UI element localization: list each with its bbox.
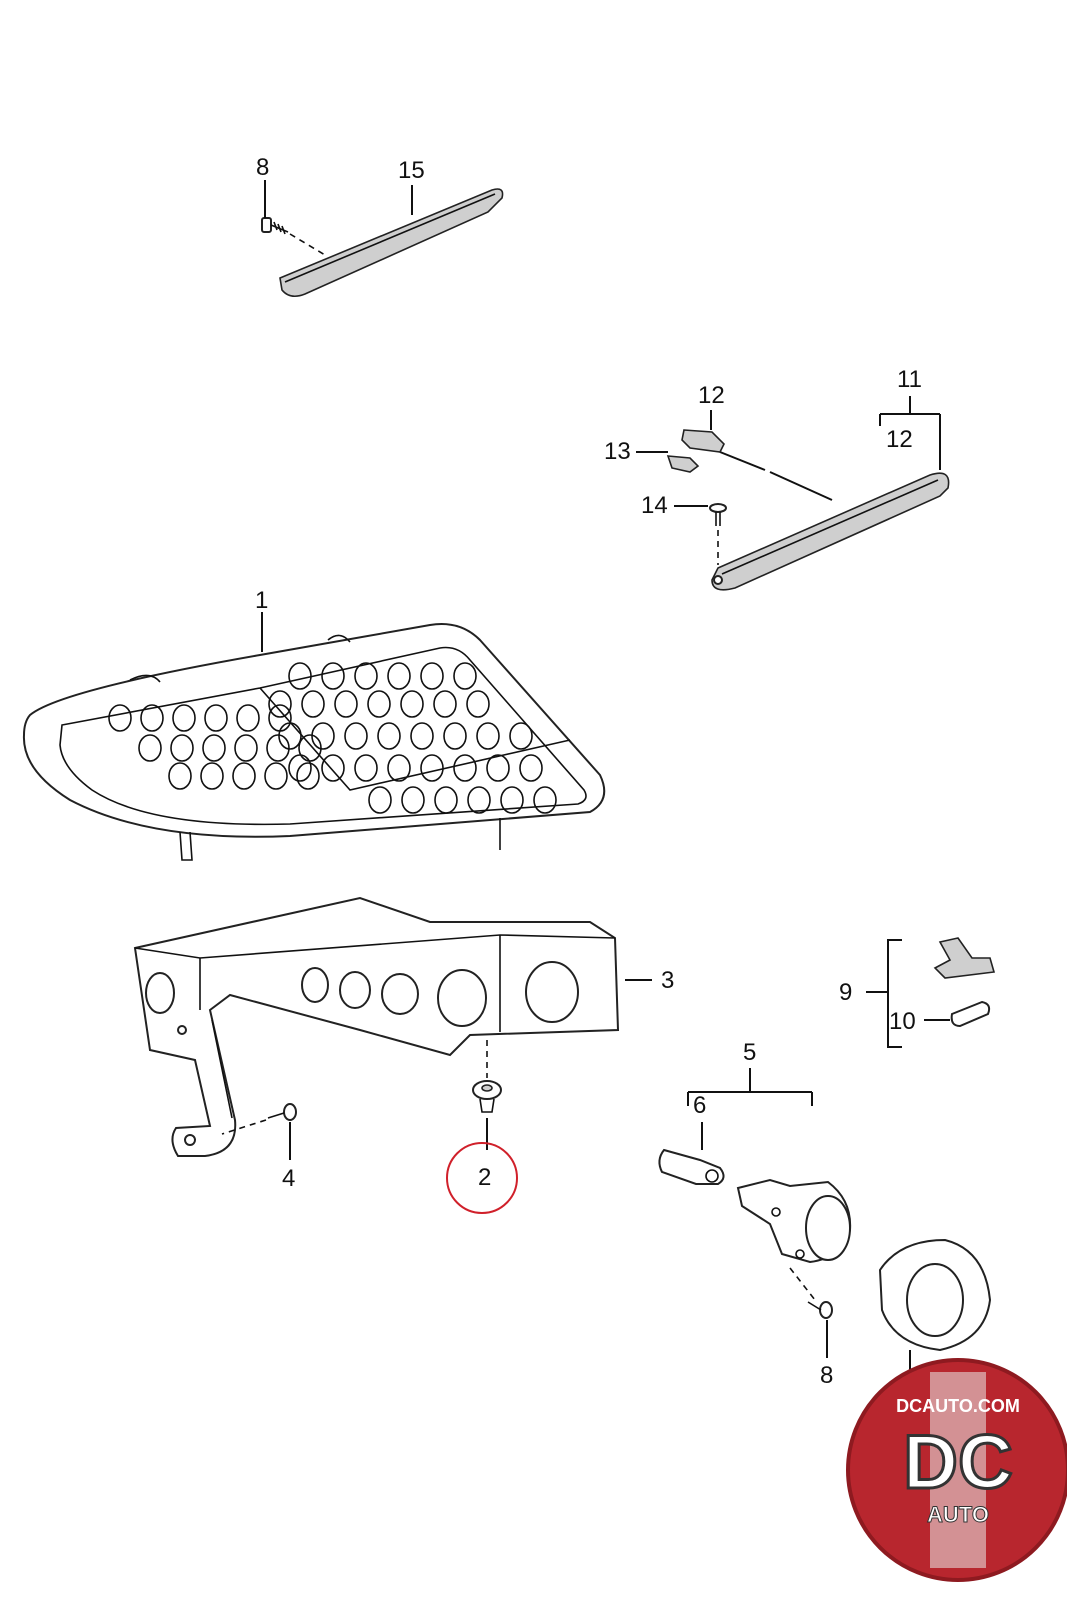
screw-8-top[interactable] bbox=[261, 217, 289, 235]
bracket-9 bbox=[887, 939, 902, 1048]
lens-dot bbox=[467, 786, 491, 814]
callout-1[interactable]: 1 bbox=[255, 587, 268, 614]
dcauto-logo: DCAUTO.COM DC AUTO bbox=[846, 1358, 1067, 1582]
lens-dot bbox=[433, 690, 457, 718]
lens-dot bbox=[387, 662, 411, 690]
bulb-10[interactable] bbox=[950, 1000, 991, 1028]
clip-13[interactable] bbox=[666, 455, 700, 473]
lens-dot bbox=[234, 734, 258, 762]
lens-dot bbox=[443, 722, 467, 750]
logo-url: DCAUTO.COM bbox=[896, 1396, 1020, 1416]
lens-dot bbox=[108, 704, 132, 732]
callout-12-connector[interactable]: 12 bbox=[698, 382, 725, 409]
highlight-circle bbox=[446, 1142, 518, 1214]
lens-dot bbox=[509, 722, 533, 750]
wire-12 bbox=[719, 451, 766, 471]
bulb-6[interactable] bbox=[658, 1148, 725, 1185]
lens-dot bbox=[367, 690, 391, 718]
lens-dot bbox=[278, 722, 302, 750]
callout-2[interactable]: 2 bbox=[478, 1164, 491, 1191]
lens-dot bbox=[202, 734, 226, 762]
lens-dot bbox=[387, 754, 411, 782]
lens-dot bbox=[268, 690, 292, 718]
lens-dot bbox=[400, 690, 424, 718]
dash-line-8-bottom bbox=[789, 1267, 816, 1301]
lens-dot bbox=[288, 754, 312, 782]
screw-14[interactable] bbox=[709, 503, 727, 526]
logo-sub: AUTO bbox=[927, 1502, 989, 1527]
callout-5[interactable]: 5 bbox=[743, 1039, 756, 1066]
callout-10[interactable]: 10 bbox=[889, 1008, 916, 1035]
wire-12b bbox=[769, 471, 833, 501]
lens-dot bbox=[466, 690, 490, 718]
callout-4[interactable]: 4 bbox=[282, 1165, 295, 1192]
lens-dot bbox=[168, 762, 192, 790]
lens-dot bbox=[266, 734, 290, 762]
callout-15[interactable]: 15 bbox=[398, 157, 425, 184]
lens-dot bbox=[204, 704, 228, 732]
lens-dot bbox=[334, 690, 358, 718]
lens-dot bbox=[377, 722, 401, 750]
lens-dot bbox=[434, 786, 458, 814]
lens-dot bbox=[232, 762, 256, 790]
taillight-1[interactable] bbox=[22, 623, 606, 861]
socket-housing-5[interactable] bbox=[736, 1178, 852, 1264]
lens-dot bbox=[170, 734, 194, 762]
lens-dot bbox=[420, 662, 444, 690]
lens-dot bbox=[138, 734, 162, 762]
callout-6[interactable]: 6 bbox=[693, 1092, 706, 1119]
trim-strip-15[interactable] bbox=[279, 188, 504, 298]
dash-line-8-15 bbox=[289, 233, 326, 256]
lens-dot bbox=[453, 662, 477, 690]
callout-8-bottom[interactable]: 8 bbox=[820, 1362, 833, 1389]
lens-dot bbox=[296, 762, 320, 790]
callout-12-bracket[interactable]: 12 bbox=[886, 426, 913, 453]
callout-3[interactable]: 3 bbox=[661, 967, 674, 994]
lens-dot bbox=[533, 786, 557, 814]
lens-dot bbox=[354, 754, 378, 782]
logo-mark: DC bbox=[903, 1420, 1013, 1505]
lens-dot bbox=[200, 762, 224, 790]
bracket-5 bbox=[687, 1068, 813, 1106]
lens-dot bbox=[321, 754, 345, 782]
lens-dot bbox=[410, 722, 434, 750]
socket-part-9[interactable] bbox=[933, 937, 996, 979]
lens-dot bbox=[453, 754, 477, 782]
lens-dot bbox=[236, 704, 260, 732]
lens-dot bbox=[368, 786, 392, 814]
lens-dot bbox=[140, 704, 164, 732]
bracket-3[interactable] bbox=[133, 896, 620, 1157]
lens-dot bbox=[500, 786, 524, 814]
lens-dot bbox=[354, 662, 378, 690]
callout-14[interactable]: 14 bbox=[641, 492, 668, 519]
lens-dot bbox=[519, 754, 543, 782]
gasket-ring-7[interactable] bbox=[878, 1238, 992, 1352]
connector-12[interactable] bbox=[681, 429, 725, 453]
lens-pattern bbox=[108, 662, 557, 814]
lens-dot bbox=[486, 754, 510, 782]
callout-13[interactable]: 13 bbox=[604, 438, 631, 465]
lens-dot bbox=[264, 762, 288, 790]
brake-light-11[interactable] bbox=[711, 472, 950, 591]
lens-dot bbox=[288, 662, 312, 690]
lens-dot bbox=[344, 722, 368, 750]
callout-9[interactable]: 9 bbox=[839, 979, 852, 1006]
bracket-11 bbox=[879, 396, 941, 426]
lens-dot bbox=[172, 704, 196, 732]
lens-dot bbox=[401, 786, 425, 814]
clip-2[interactable] bbox=[472, 1080, 502, 1113]
screw-8-bottom[interactable] bbox=[807, 1301, 833, 1319]
lens-dot bbox=[420, 754, 444, 782]
lens-dot bbox=[321, 662, 345, 690]
dash-line-4 bbox=[221, 1119, 267, 1135]
lens-dot bbox=[301, 690, 325, 718]
lens-dot bbox=[476, 722, 500, 750]
callout-11[interactable]: 11 bbox=[897, 366, 922, 393]
callout-8-top[interactable]: 8 bbox=[256, 154, 269, 181]
screw-4[interactable] bbox=[267, 1103, 297, 1121]
